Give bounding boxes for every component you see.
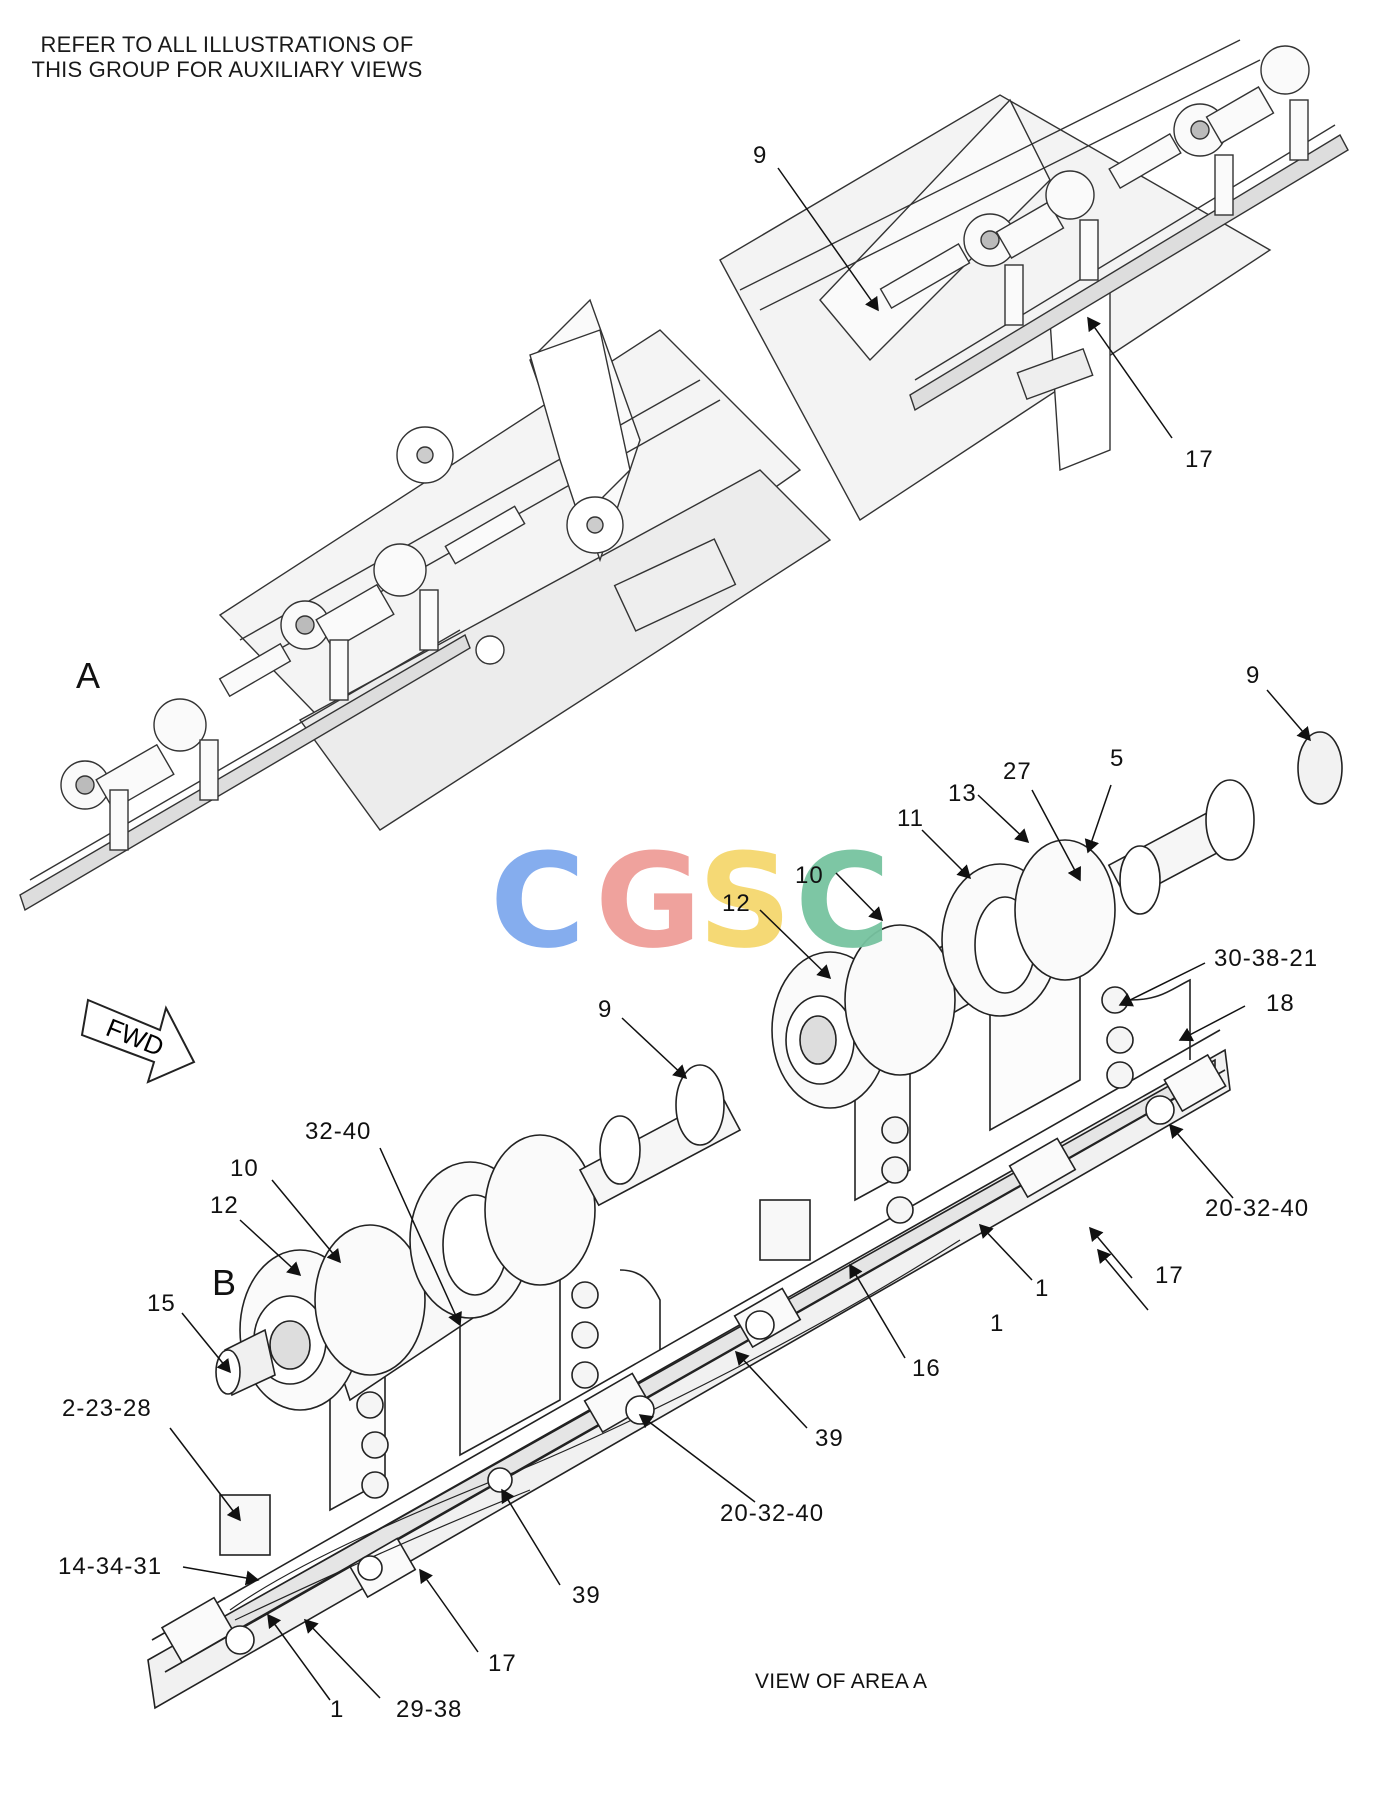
callout-label: 9 — [598, 996, 613, 1023]
callout-label: 11 — [897, 805, 924, 832]
leader-lines — [169, 167, 1311, 1701]
reference-note-line-1: REFER TO ALL ILLUSTRATIONS OF — [40, 32, 414, 57]
callout-label: 30-38-21 — [1214, 945, 1319, 972]
callout-label: 27 — [1003, 758, 1032, 785]
callout-label: 15 — [147, 1290, 176, 1317]
callout-label: 1 — [330, 1696, 345, 1723]
fwd-arrow: FWD — [80, 998, 196, 1084]
callout-label: 5 — [1110, 745, 1125, 772]
callout-label: 29-38 — [396, 1696, 463, 1723]
overview-view-a — [19, 298, 832, 912]
callout-label: 9 — [1246, 662, 1261, 689]
callout-label: 17 — [1185, 446, 1214, 473]
callout-label: 9 — [753, 142, 768, 169]
callout-label: 39 — [815, 1425, 844, 1452]
overview-upper-right — [719, 39, 1349, 522]
callout-label: 32-40 — [305, 1118, 372, 1145]
watermark-letter-2: G — [595, 825, 702, 977]
callout-label: 39 — [572, 1582, 601, 1609]
callout-label: 2-23-28 — [62, 1395, 152, 1422]
reference-note-line-2: THIS GROUP FOR AUXILIARY VIEWS — [31, 57, 423, 82]
callout-label: 1 — [1035, 1275, 1050, 1302]
callout-label: 10 — [230, 1155, 259, 1182]
callout-label: 20-32-40 — [720, 1500, 825, 1527]
reference-note: REFER TO ALL ILLUSTRATIONS OF THIS GROUP… — [22, 32, 432, 82]
watermark: C G S C — [490, 825, 890, 977]
watermark-letter-1: C — [490, 825, 585, 977]
callout-label: 18 — [1266, 990, 1295, 1017]
callout-label: 14-34-31 — [58, 1553, 163, 1580]
detail-view-b — [147, 731, 1343, 1710]
watermark-letter-4: C — [795, 825, 890, 977]
callout-label: 20-32-40 — [1205, 1195, 1310, 1222]
view-label-b: B — [212, 1262, 237, 1303]
callout-label: 17 — [1155, 1262, 1184, 1289]
watermark-letter-3: S — [698, 825, 792, 977]
view-label-a: A — [76, 655, 101, 696]
callout-label: 17 — [488, 1650, 517, 1677]
callout-label: 12 — [722, 890, 751, 917]
view-caption: VIEW OF AREA A — [755, 1670, 928, 1693]
callout-label: 16 — [912, 1355, 941, 1382]
callout-label: 12 — [210, 1192, 239, 1219]
callout-label: 10 — [795, 862, 824, 889]
callout-label: 13 — [948, 780, 977, 807]
callout-label: 1 — [990, 1310, 1005, 1337]
